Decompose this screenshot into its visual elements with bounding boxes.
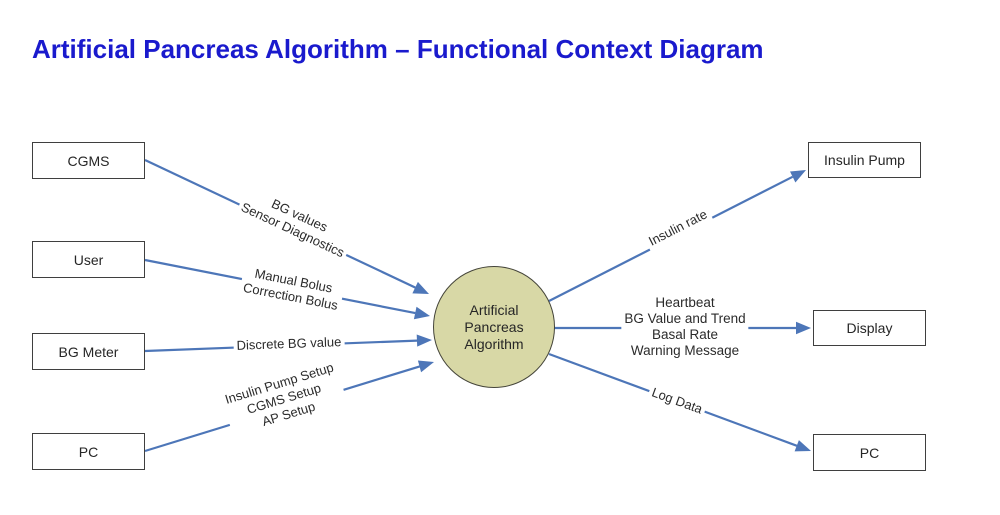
- entity-box-bg-meter: BG Meter: [32, 333, 145, 370]
- flow-label-bg-meter-to-algorithm: Discrete BG value: [233, 333, 345, 355]
- entity-label-cgms: CGMS: [67, 152, 110, 169]
- entity-box-insulin-pump: Insulin Pump: [808, 142, 921, 178]
- entity-label-insulin-pump: Insulin Pump: [824, 152, 905, 168]
- entity-label-pc-left: PC: [78, 443, 99, 460]
- arrowhead-user-to-algorithm: [413, 306, 430, 320]
- process-circle-artificial-pancreas-algorithm: Artificial Pancreas Algorithm: [433, 266, 555, 388]
- entity-box-cgms: CGMS: [32, 142, 145, 179]
- arrowhead-algorithm-to-insulin-pump: [790, 170, 806, 183]
- entity-box-display: Display: [813, 310, 926, 346]
- entity-box-user: User: [32, 241, 145, 278]
- entity-label-pc-right: PC: [859, 444, 880, 461]
- entity-box-pc-left: PC: [32, 433, 145, 470]
- process-label-line: Pancreas: [464, 318, 524, 335]
- arrowhead-algorithm-to-display: [796, 321, 811, 335]
- entity-label-bg-meter: BG Meter: [58, 343, 119, 360]
- entity-label-user: User: [73, 251, 104, 268]
- arrowhead-bg-meter-to-algorithm: [416, 334, 432, 347]
- entity-label-display: Display: [846, 320, 893, 336]
- arrowhead-pc-to-algorithm: [417, 360, 434, 373]
- diagram-title: Artificial Pancreas Algorithm – Function…: [32, 34, 764, 64]
- arrowhead-algorithm-to-pc: [794, 440, 811, 452]
- flow-label-algorithm-to-display: Heartbeat BG Value and Trend Basal Rate …: [621, 294, 749, 360]
- arrowhead-cgms-to-algorithm: [412, 281, 429, 294]
- process-label-line: Algorithm: [464, 335, 524, 352]
- process-label-line: Artificial: [469, 301, 519, 318]
- entity-box-pc-right: PC: [813, 434, 926, 471]
